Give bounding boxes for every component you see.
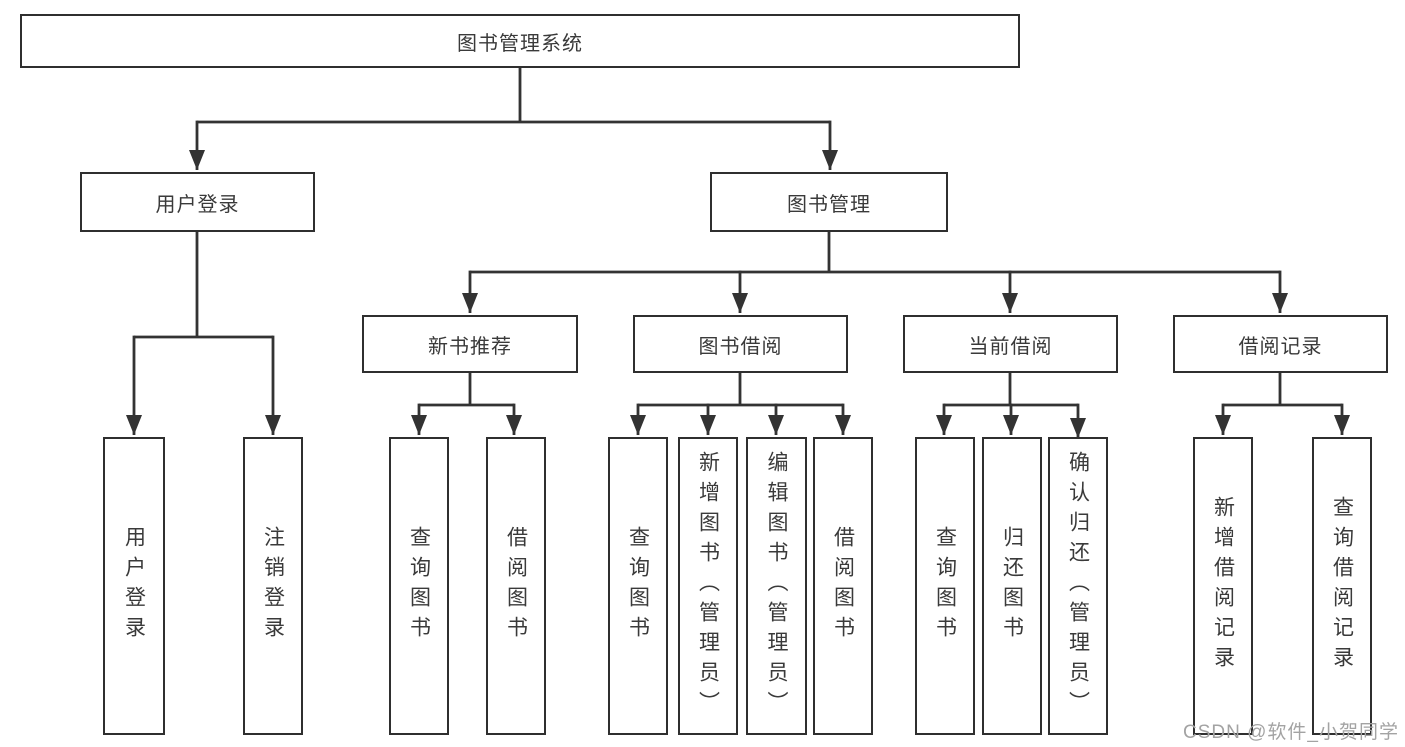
leaf-borrow-books-recommend: 借阅图书 — [486, 437, 546, 735]
leaf-user-login: 用户登录 — [103, 437, 165, 735]
node-label: 借阅图书 — [504, 526, 528, 646]
node-label: 查询图书 — [626, 526, 650, 646]
leaf-logout: 注销登录 — [243, 437, 303, 735]
node-label: 查询图书 — [407, 526, 431, 646]
node-label: 用户登录 — [155, 193, 240, 216]
csdn-watermark: CSDN @软件_小贺同学 — [1183, 722, 1399, 743]
node-label: 借阅图书 — [831, 526, 855, 646]
node-user-login: 用户登录 — [80, 172, 315, 232]
node-book-borrow: 图书借阅 — [633, 315, 848, 373]
node-label: 归还图书 — [1000, 526, 1024, 646]
node-library-management-system: 图书管理系统 — [20, 14, 1020, 68]
node-book-management: 图书管理 — [710, 172, 948, 232]
node-new-book-recommend: 新书推荐 — [362, 315, 578, 373]
node-label: 图书管理 — [787, 193, 871, 216]
node-label: 新增图书（管理员） — [696, 451, 720, 721]
node-label: 借阅记录 — [1238, 335, 1323, 358]
node-label: 新增借阅记录 — [1211, 496, 1235, 676]
node-borrow-records: 借阅记录 — [1173, 315, 1388, 373]
leaf-confirm-return-admin: 确认归还（管理员） — [1048, 437, 1108, 735]
leaf-query-books-borrow: 查询图书 — [608, 437, 668, 735]
leaf-add-books-admin: 新增图书（管理员） — [678, 437, 738, 735]
leaf-query-books-current: 查询图书 — [915, 437, 975, 735]
node-label: 确认归还（管理员） — [1066, 451, 1090, 721]
node-label: 新书推荐 — [428, 335, 512, 358]
leaf-query-books-recommend: 查询图书 — [389, 437, 449, 735]
node-label: 编辑图书（管理员） — [765, 451, 788, 721]
leaf-return-books: 归还图书 — [982, 437, 1042, 735]
leaf-edit-books-admin: 编辑图书（管理员） — [746, 437, 807, 735]
leaf-add-borrow-record: 新增借阅记录 — [1193, 437, 1253, 735]
node-current-borrow: 当前借阅 — [903, 315, 1118, 373]
node-label: 注销登录 — [261, 526, 285, 646]
leaf-borrow-books-borrow: 借阅图书 — [813, 437, 873, 735]
node-label: 当前借阅 — [968, 335, 1053, 358]
node-label: 图书借阅 — [698, 335, 783, 358]
node-label: 查询借阅记录 — [1330, 496, 1354, 676]
node-label: 图书管理系统 — [457, 32, 583, 55]
node-label: 查询图书 — [933, 526, 957, 646]
leaf-query-borrow-record: 查询借阅记录 — [1312, 437, 1372, 735]
node-label: 用户登录 — [122, 526, 146, 646]
